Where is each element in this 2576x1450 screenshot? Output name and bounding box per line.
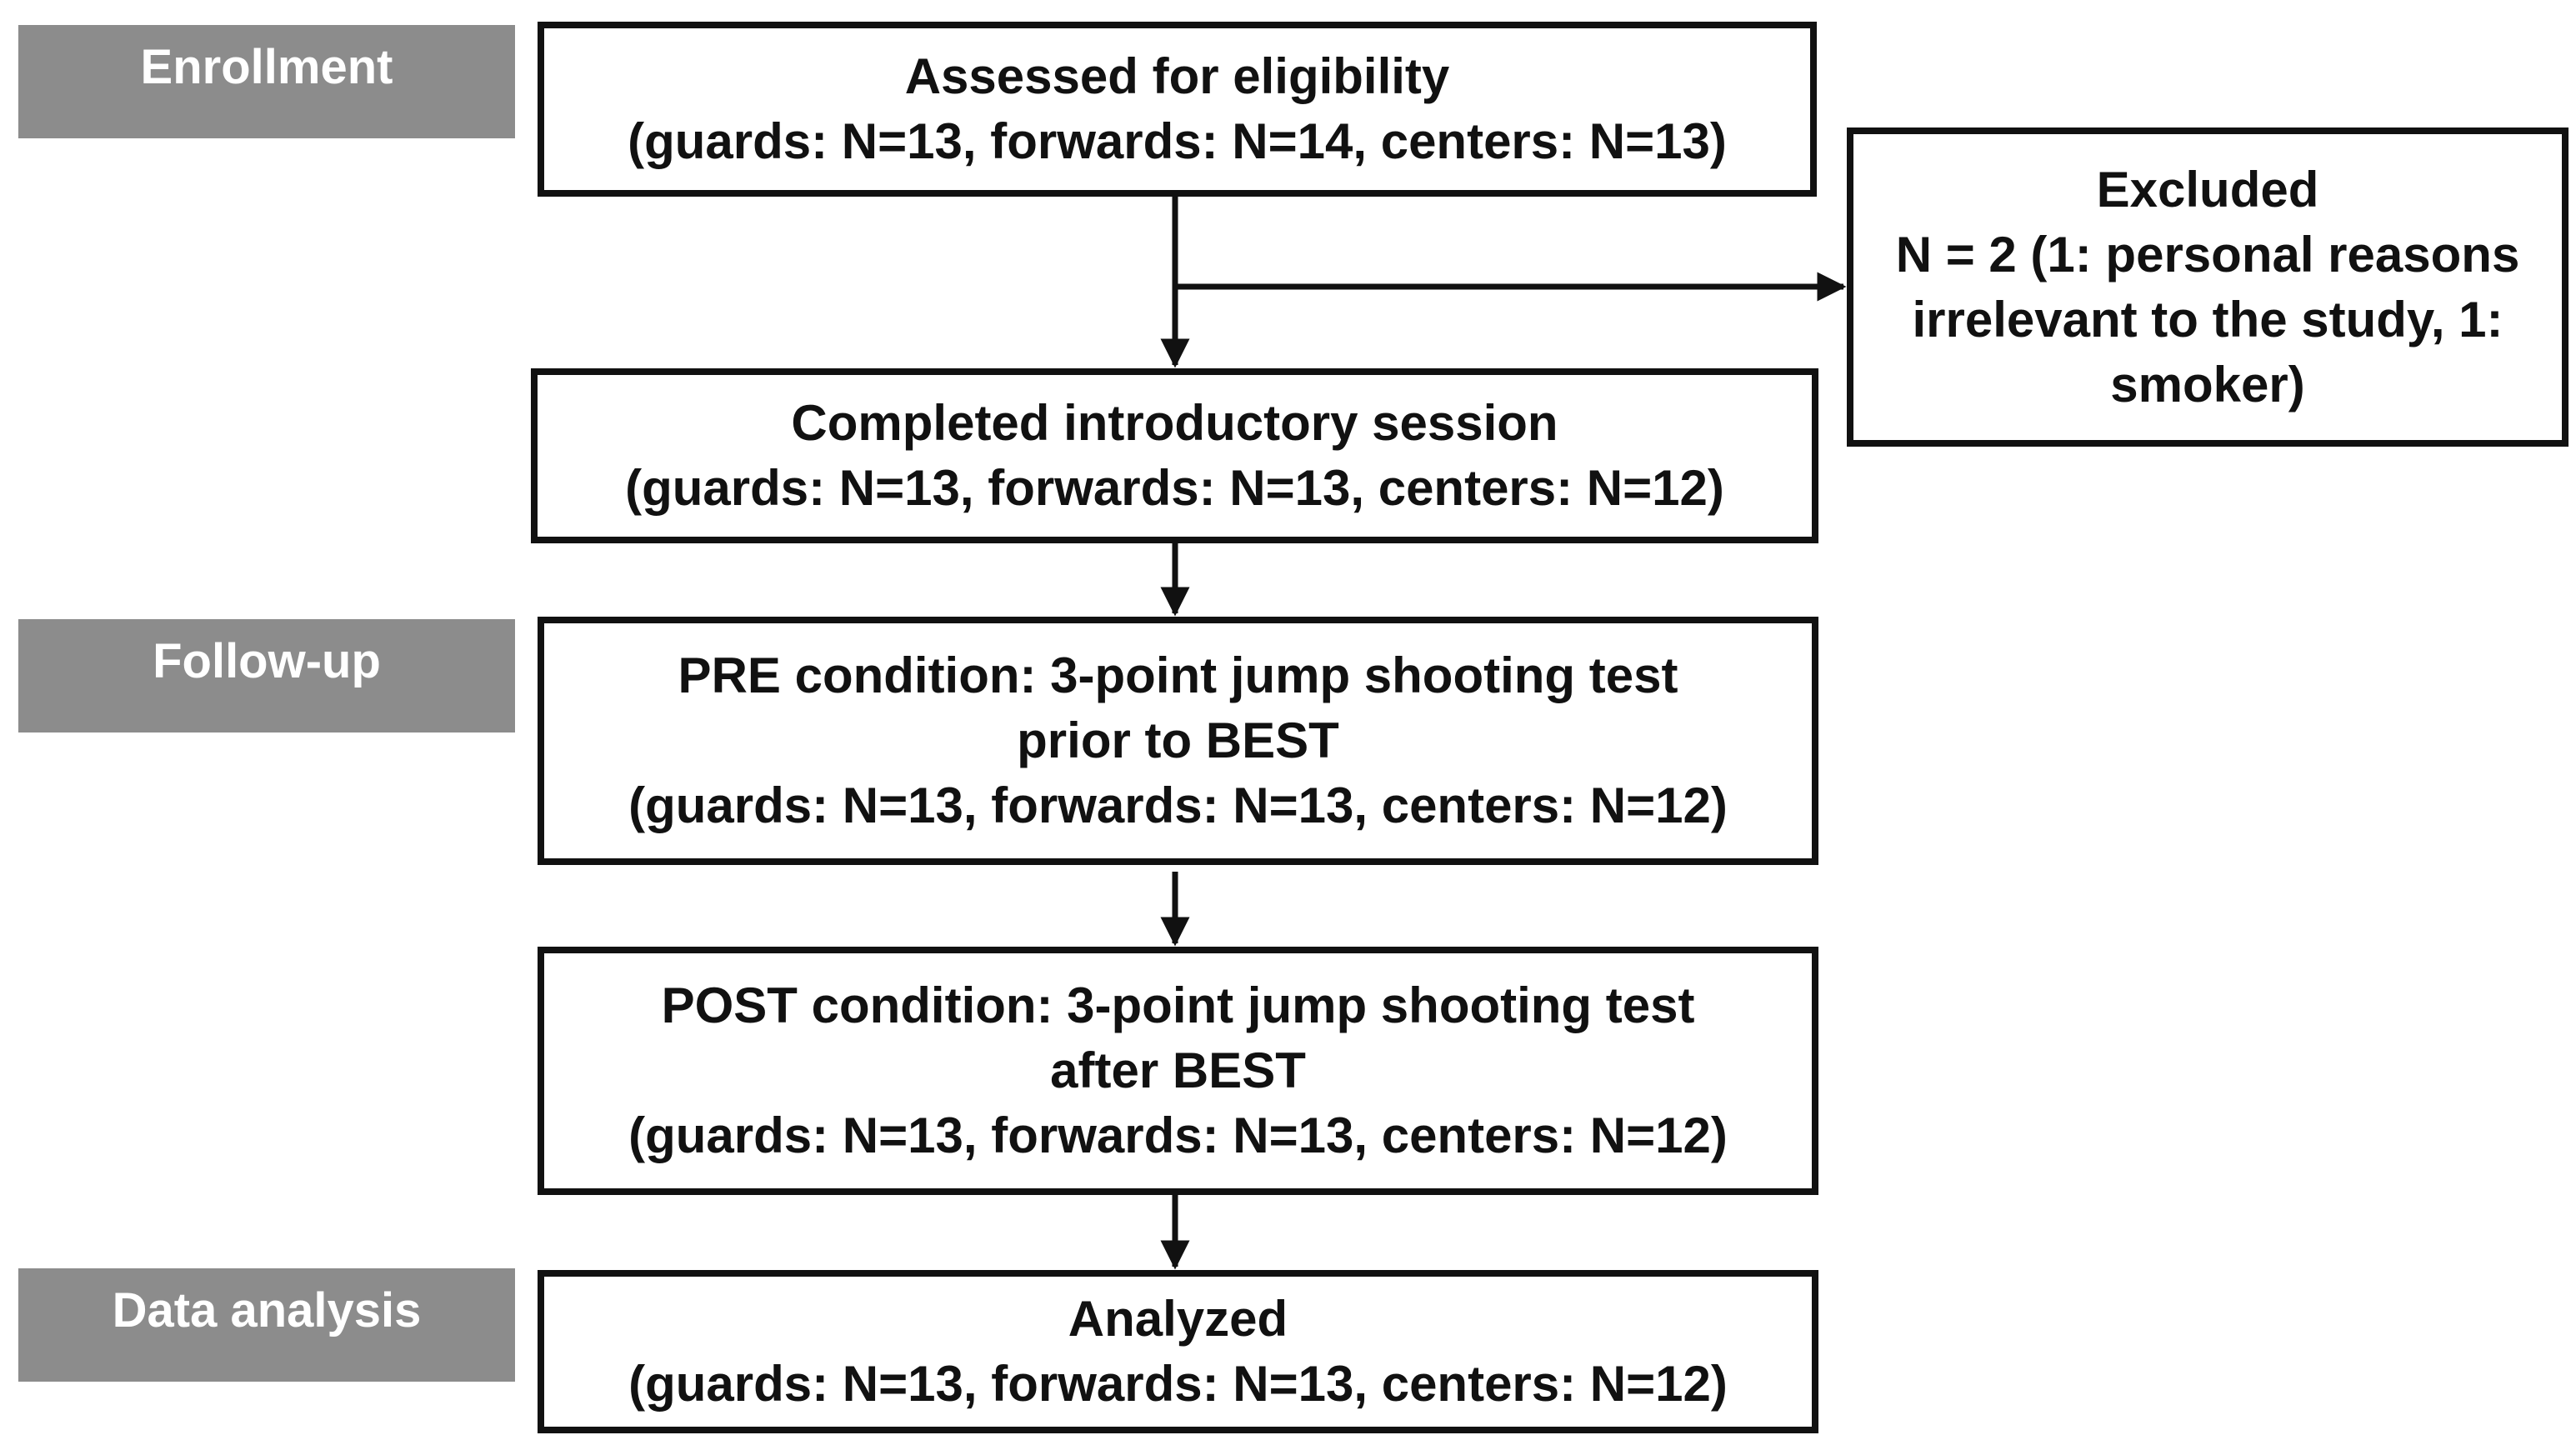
analyzed-title: Analyzed bbox=[1068, 1291, 1288, 1347]
pre-condition-counts: (guards: N=13, forwards: N=13, centers: … bbox=[628, 778, 1728, 833]
excluded-line-1: N = 2 (1: personal reasons bbox=[1895, 226, 2520, 282]
assessed-title: Assessed for eligibility bbox=[904, 48, 1450, 104]
assessed-counts: (guards: N=13, forwards: N=14, centers: … bbox=[628, 113, 1727, 169]
introductory-title: Completed introductory session bbox=[791, 395, 1558, 451]
phase-data-analysis: Data analysis bbox=[18, 1268, 515, 1382]
analyzed-counts: (guards: N=13, forwards: N=13, centers: … bbox=[628, 1356, 1728, 1412]
introductory-counts: (guards: N=13, forwards: N=13, centers: … bbox=[625, 460, 1724, 516]
phase-enrollment: Enrollment bbox=[18, 25, 515, 138]
pre-condition-subtitle: prior to BEST bbox=[1017, 712, 1339, 768]
analyzed-box: Analyzed (guards: N=13, forwards: N=13, … bbox=[538, 1270, 1818, 1433]
excluded-line-3: smoker) bbox=[2110, 356, 2305, 412]
pre-condition-box: PRE condition: 3-point jump shooting tes… bbox=[538, 617, 1818, 865]
phase-follow-up: Follow-up bbox=[18, 619, 515, 732]
phase-follow-up-label: Follow-up bbox=[153, 634, 381, 688]
post-condition-box: POST condition: 3-point jump shooting te… bbox=[538, 947, 1818, 1195]
assessed-box: Assessed for eligibility (guards: N=13, … bbox=[538, 22, 1817, 197]
excluded-box: Excluded N = 2 (1: personal reasons irre… bbox=[1847, 128, 2568, 447]
introductory-box: Completed introductory session (guards: … bbox=[531, 368, 1818, 543]
phase-enrollment-label: Enrollment bbox=[140, 40, 393, 94]
excluded-title: Excluded bbox=[2096, 161, 2319, 218]
post-condition-subtitle: after BEST bbox=[1050, 1042, 1306, 1098]
pre-condition-title: PRE condition: 3-point jump shooting tes… bbox=[678, 648, 1678, 703]
post-condition-counts: (guards: N=13, forwards: N=13, centers: … bbox=[628, 1108, 1728, 1163]
post-condition-title: POST condition: 3-point jump shooting te… bbox=[661, 978, 1695, 1033]
excluded-line-2: irrelevant to the study, 1: bbox=[1912, 291, 2503, 348]
phase-data-analysis-label: Data analysis bbox=[112, 1283, 422, 1338]
